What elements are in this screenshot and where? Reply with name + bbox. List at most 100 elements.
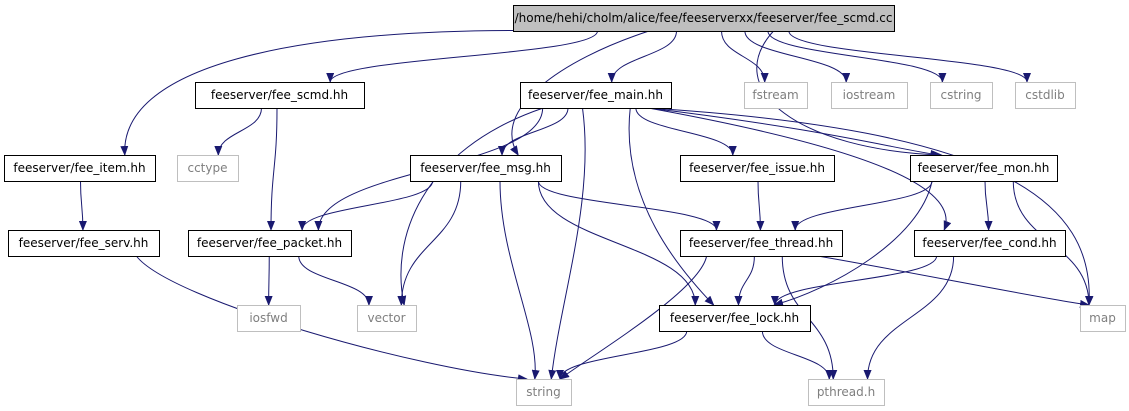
- node-label: pthread.h: [817, 385, 875, 399]
- node-root[interactable]: /home/hehi/cholm/alice/fee/feeserverxx/f…: [513, 5, 895, 32]
- node-scmd[interactable]: feeserver/fee_scmd.hh: [195, 82, 365, 109]
- node-label: feeserver/fee_mon.hh: [918, 161, 1050, 175]
- edge-root-to-cstdlib: [788, 30, 1031, 83]
- node-box: [659, 305, 811, 332]
- node-label: feeserver/fee_cond.hh: [922, 236, 1056, 250]
- edge-msg-to-vector: [397, 180, 462, 306]
- edge-root-to-iostream: [744, 30, 851, 83]
- node-box: [357, 305, 417, 332]
- edge-main-to-mon: [648, 107, 941, 158]
- edge-main-to-cond: [648, 107, 952, 231]
- node-serv[interactable]: feeserver/fee_serv.hh: [8, 230, 160, 257]
- node-box: [910, 155, 1058, 182]
- node-label: feeserver/fee_msg.hh: [420, 161, 551, 175]
- edge-root-to-item: [120, 30, 571, 156]
- node-lock[interactable]: feeserver/fee_lock.hh: [659, 305, 811, 332]
- node-box: [8, 230, 160, 257]
- edge-msg-to-string: [499, 180, 540, 380]
- node-iostream: iostream: [831, 82, 908, 109]
- edge-main-to-string: [548, 107, 586, 380]
- edge-root-to-main: [607, 30, 677, 83]
- edge-cond-to-pthread: [863, 255, 955, 380]
- edge-main-to-map: [648, 107, 1094, 306]
- edge-cond-to-lock: [770, 255, 938, 306]
- node-box: [237, 305, 301, 332]
- node-box: [410, 155, 562, 182]
- node-label: feeserver/fee_scmd.hh: [211, 88, 348, 102]
- node-label: cstdlib: [1025, 88, 1064, 102]
- edge-mon-to-lock: [773, 180, 933, 307]
- node-label: map: [1089, 311, 1116, 325]
- edge-mon-to-cond: [984, 180, 993, 231]
- node-pthread: pthread.h: [808, 379, 885, 406]
- node-string: string: [516, 379, 572, 406]
- node-label: feeserver/fee_thread.hh: [689, 236, 833, 250]
- node-layer: /home/hehi/cholm/alice/fee/feeserverxx/f…: [4, 5, 1126, 406]
- node-label: string: [526, 385, 560, 399]
- node-label: feeserver/fee_item.hh: [13, 161, 145, 175]
- node-label: fstream: [752, 88, 798, 102]
- node-box: [195, 82, 365, 109]
- edge-thread-to-map: [817, 255, 1090, 308]
- edge-mon-to-thread: [791, 180, 933, 231]
- edge-lock-to-pthread: [761, 330, 834, 380]
- node-thread[interactable]: feeserver/fee_thread.hh: [680, 230, 843, 257]
- node-label: feeserver/fee_main.hh: [528, 88, 663, 102]
- node-box: [744, 82, 808, 109]
- edge-main-to-issue: [635, 107, 737, 156]
- node-main[interactable]: feeserver/fee_main.hh: [520, 82, 672, 109]
- node-fstream: fstream: [744, 82, 808, 109]
- node-box: [914, 230, 1066, 257]
- node-cstring: cstring: [930, 82, 993, 109]
- edge-packet-to-iosfwd: [264, 255, 273, 306]
- node-mon[interactable]: feeserver/fee_mon.hh: [910, 155, 1058, 182]
- edge-root-to-mon: [756, 30, 943, 159]
- edge-msg-to-packet: [298, 180, 434, 231]
- node-label: iostream: [843, 88, 896, 102]
- node-box: [513, 5, 895, 32]
- node-box: [188, 230, 352, 257]
- edge-scmd-to-cctype: [214, 107, 262, 156]
- edge-main-to-lock: [628, 107, 715, 306]
- edge-packet-to-vector: [298, 255, 373, 306]
- node-cctype: cctype: [177, 155, 239, 182]
- edge-lock-to-string: [556, 330, 688, 380]
- edge-root-to-cstring: [767, 30, 947, 83]
- node-label: feeserver/fee_issue.hh: [689, 161, 825, 175]
- node-issue[interactable]: feeserver/fee_issue.hh: [680, 155, 835, 182]
- node-label: feeserver/fee_lock.hh: [670, 311, 799, 325]
- node-label: cstring: [940, 88, 981, 102]
- node-box: [680, 230, 843, 257]
- node-msg[interactable]: feeserver/fee_msg.hh: [410, 155, 562, 182]
- edge-msg-to-lock: [537, 180, 700, 306]
- node-box: [516, 379, 572, 406]
- node-box: [1080, 305, 1126, 332]
- node-item[interactable]: feeserver/fee_item.hh: [4, 155, 156, 182]
- edge-msg-to-thread: [537, 180, 721, 231]
- node-cstdlib: cstdlib: [1015, 82, 1076, 109]
- node-vector: vector: [357, 305, 417, 332]
- node-box: [808, 379, 885, 406]
- node-iosfwd: iosfwd: [237, 305, 301, 332]
- node-cond[interactable]: feeserver/fee_cond.hh: [914, 230, 1066, 257]
- node-packet[interactable]: feeserver/fee_packet.hh: [188, 230, 352, 257]
- node-box: [177, 155, 239, 182]
- node-label: feeserver/fee_packet.hh: [197, 236, 342, 250]
- node-label: /home/hehi/cholm/alice/fee/feeserverxx/f…: [515, 11, 893, 25]
- node-map: map: [1080, 305, 1126, 332]
- edge-layer: [78, 30, 1094, 383]
- node-box: [930, 82, 993, 109]
- edge-thread-to-string: [559, 255, 708, 380]
- edge-root-to-scmd: [326, 30, 598, 83]
- edge-item-to-serv: [78, 180, 87, 231]
- node-box: [831, 82, 908, 109]
- node-label: feeserver/fee_serv.hh: [19, 236, 149, 250]
- edge-main-to-vector: [398, 107, 544, 306]
- node-label: cctype: [187, 161, 227, 175]
- edge-thread-to-lock: [734, 255, 755, 306]
- node-label: iosfwd: [249, 311, 287, 325]
- edge-root-to-fstream: [721, 30, 769, 83]
- node-label: vector: [367, 311, 405, 325]
- edge-scmd-to-packet: [267, 107, 278, 231]
